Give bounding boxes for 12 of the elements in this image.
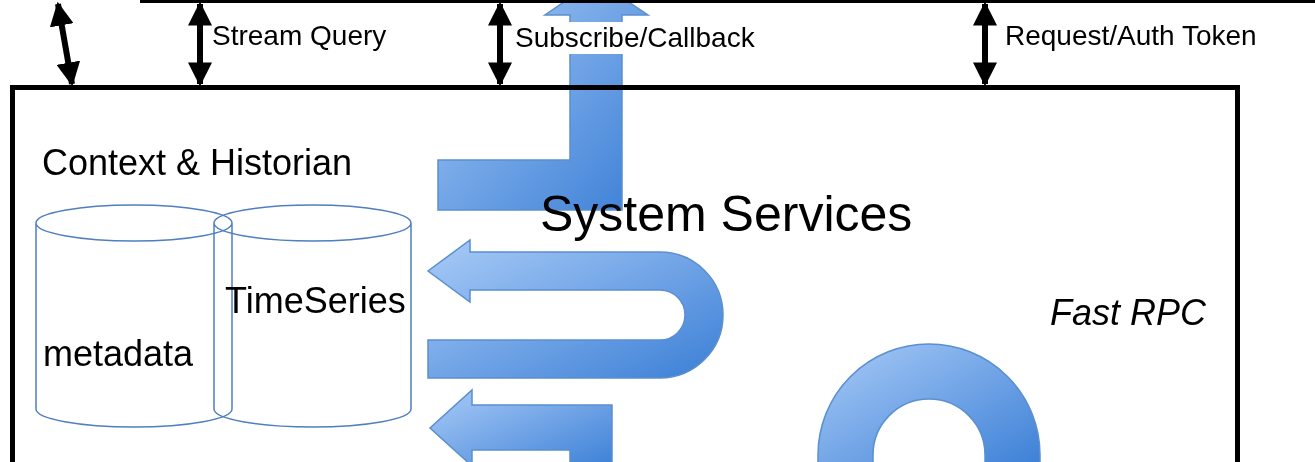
cylinder-label: TimeSeries: [225, 280, 406, 322]
double-arrow: [188, 1, 212, 87]
service-box: [10, 85, 1240, 462]
database-cylinder: [213, 205, 412, 427]
text-label: Context & Historian: [42, 142, 353, 184]
double-arrow: [488, 1, 512, 87]
box-title: System Services: [540, 185, 913, 243]
text-label: Fast RPC: [1050, 292, 1207, 334]
double-arrow: [973, 1, 997, 87]
double-arrow: [49, 1, 81, 87]
edge-label: Subscribe/Callback: [515, 22, 755, 54]
cylinder-label: metadata: [43, 333, 194, 375]
